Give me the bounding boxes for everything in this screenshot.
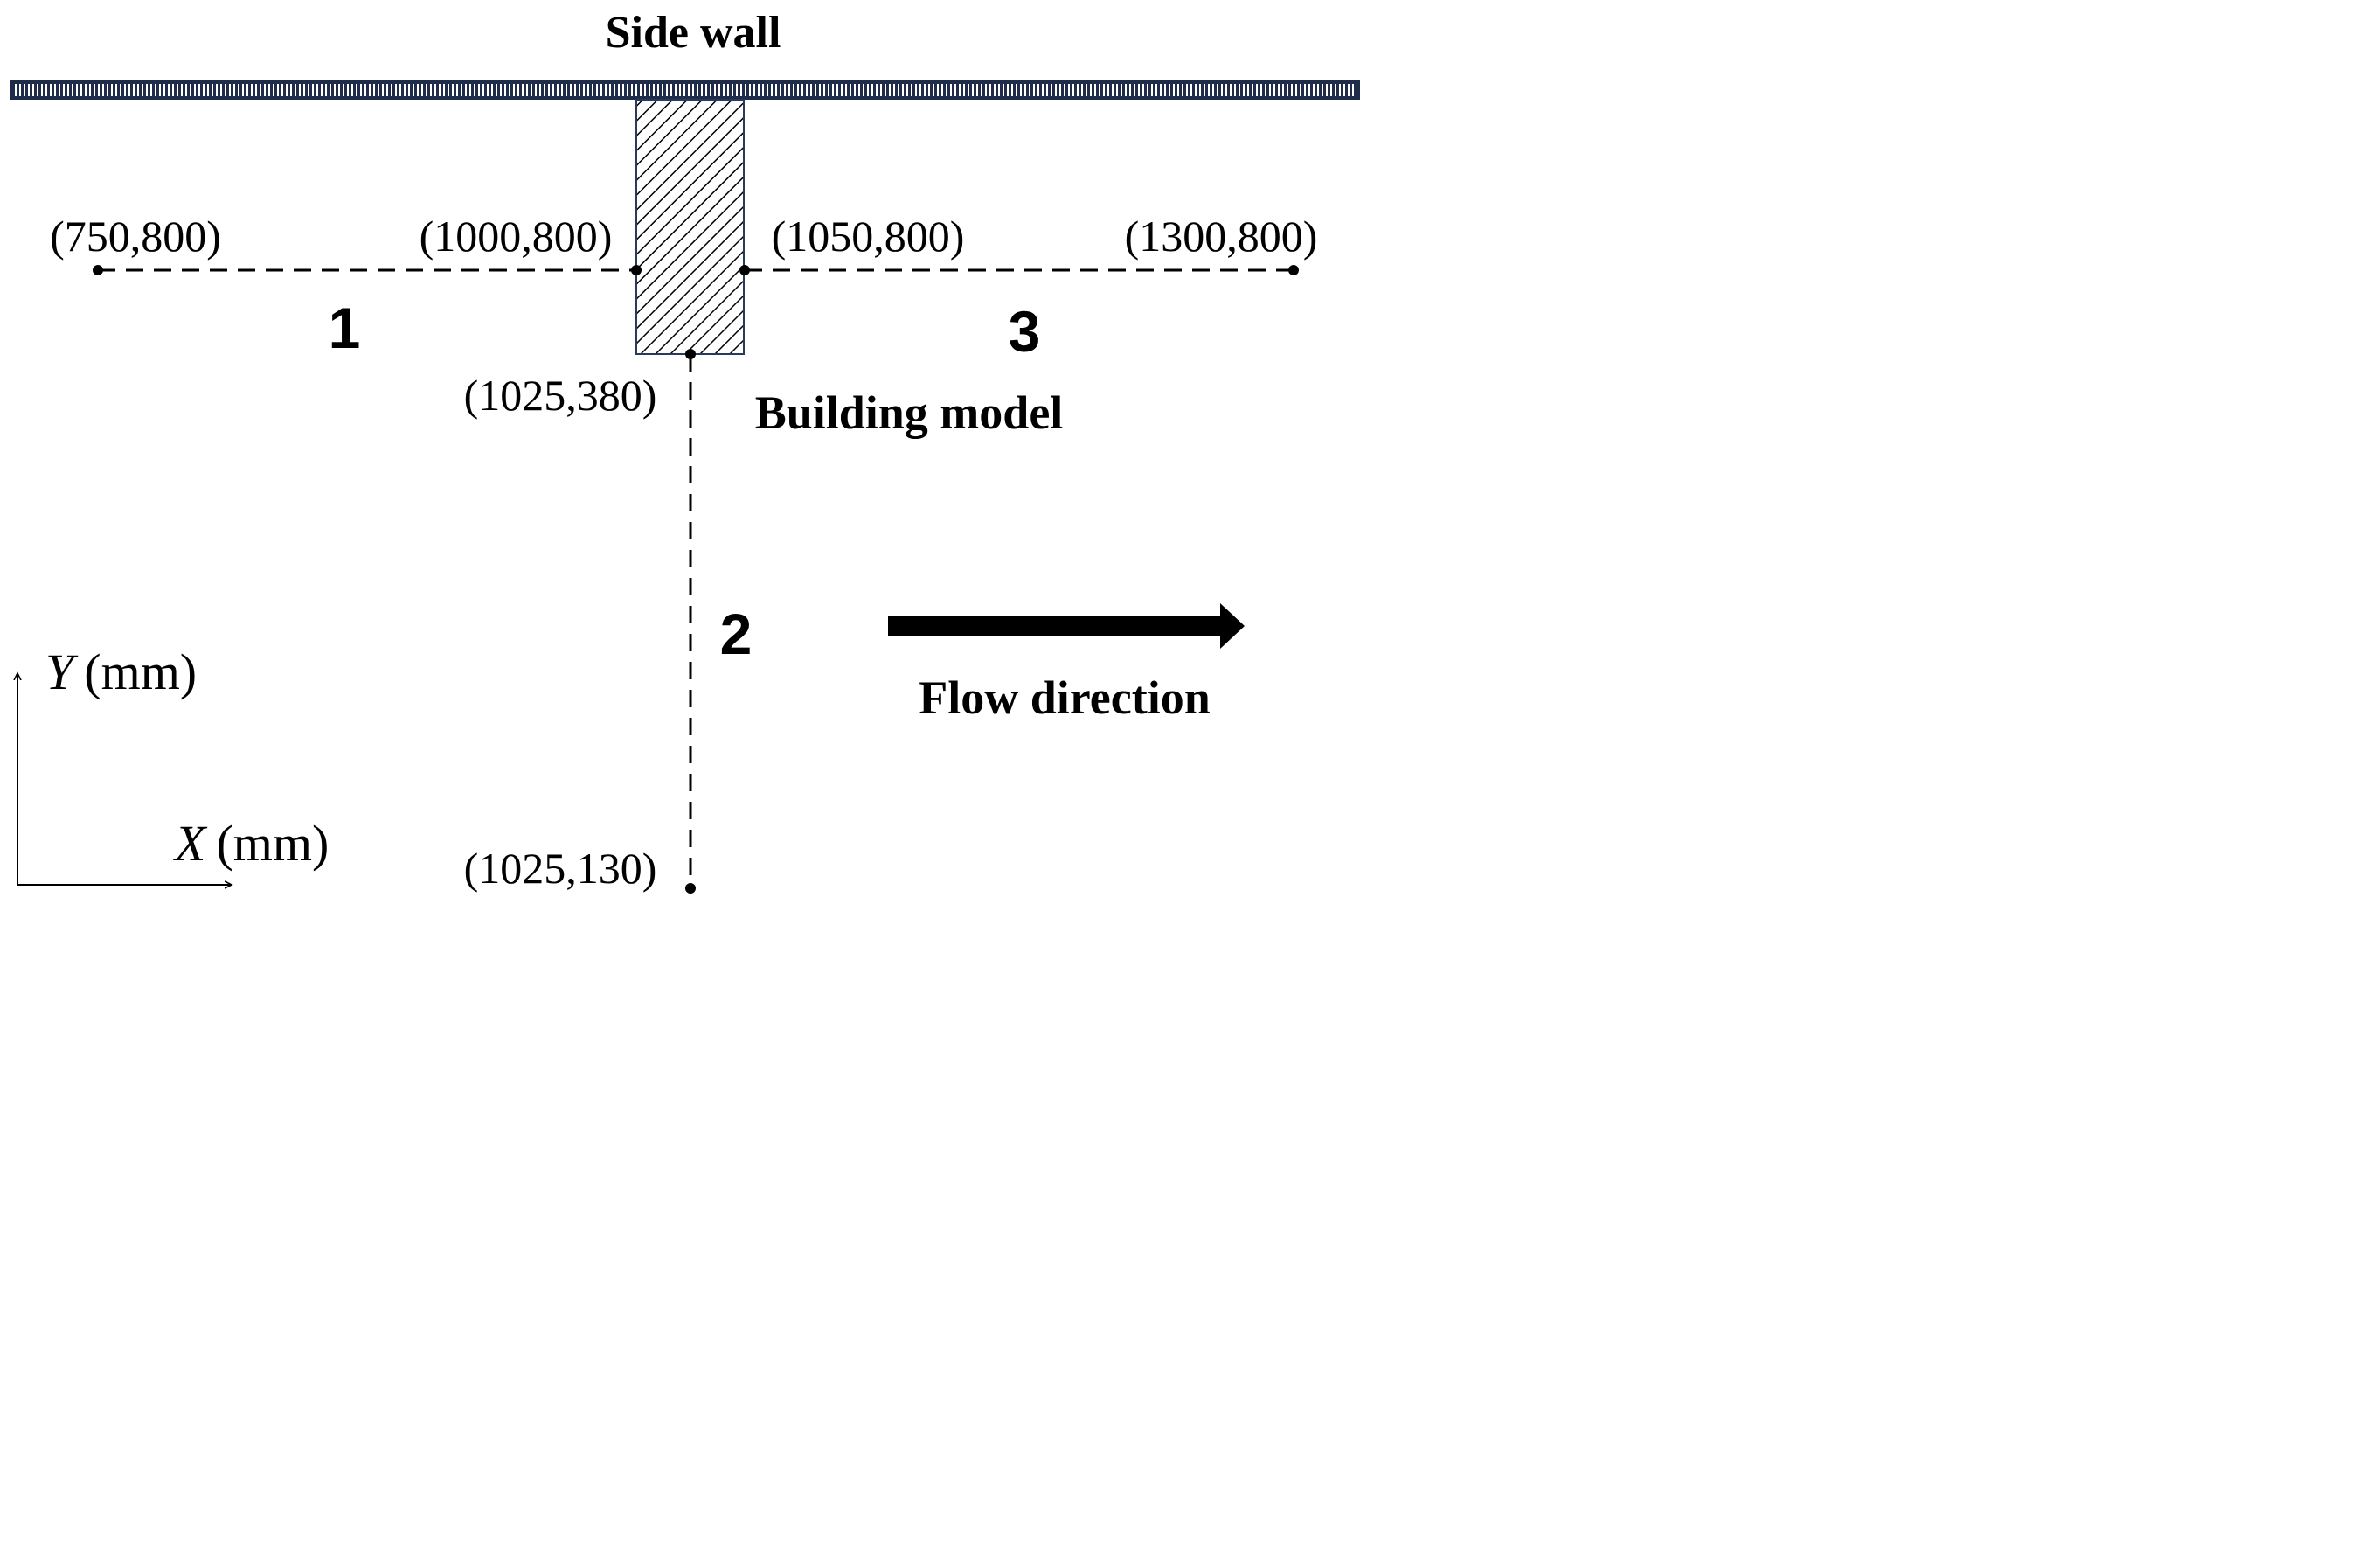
building-model-label: Building model xyxy=(755,386,1064,439)
diagram-canvas: Side wall (750,800) (1000,800) (1050,800… xyxy=(0,0,1370,901)
measurement-line-diagram: Side wall (750,800) (1000,800) (1050,800… xyxy=(10,8,1360,894)
point-1000-800 xyxy=(631,265,642,275)
point-750-800 xyxy=(93,265,103,275)
coord-label-1050-800: (1050,800) xyxy=(772,212,965,261)
point-1025-380 xyxy=(685,349,696,359)
flow-arrow-icon xyxy=(888,603,1245,649)
side-wall-title: Side wall xyxy=(606,8,781,58)
flow-direction-label: Flow direction xyxy=(919,671,1210,724)
point-1300-800 xyxy=(1288,265,1299,275)
coord-label-1025-130: (1025,130) xyxy=(464,844,657,893)
line-number-3: 3 xyxy=(1009,299,1041,364)
side-wall xyxy=(10,80,1360,100)
coord-label-1000-800: (1000,800) xyxy=(420,212,613,261)
point-1025-130 xyxy=(685,883,696,894)
y-axis-unit: (mm) xyxy=(84,643,197,700)
axes-indicator: Y(mm) X(mm) xyxy=(17,643,329,885)
x-axis-variable: X xyxy=(173,815,208,872)
building-model-block xyxy=(635,99,745,355)
line-number-1: 1 xyxy=(329,296,361,360)
coord-label-1025-380: (1025,380) xyxy=(464,371,657,420)
y-axis-variable: Y xyxy=(45,643,79,700)
point-1050-800 xyxy=(739,265,750,275)
y-axis-label: Y(mm) xyxy=(45,643,197,700)
x-axis-unit: (mm) xyxy=(216,815,329,872)
coord-label-1300-800: (1300,800) xyxy=(1125,212,1318,261)
coord-label-750-800: (750,800) xyxy=(50,212,221,261)
x-axis-label: X(mm) xyxy=(173,815,329,872)
line-number-2: 2 xyxy=(720,602,753,666)
